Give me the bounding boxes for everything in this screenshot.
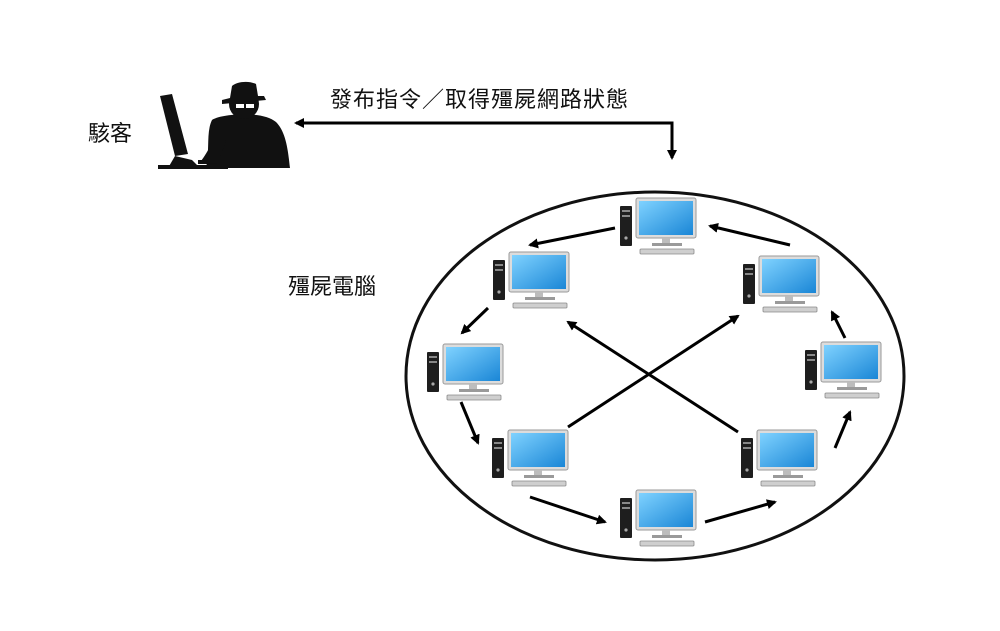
zombie-computer-bottom-icon: [619, 489, 697, 547]
zombie-computer-lower-right-icon: [740, 429, 818, 487]
zombie-computers-label: 殭屍電腦: [288, 275, 377, 300]
cross-arrows: [566, 314, 740, 434]
zombie-computer-middle-right-icon: [804, 341, 882, 399]
zombie-computer-upper-left-icon: [492, 251, 570, 309]
ring-arrows: [459, 222, 852, 525]
hacker-label: 駭客: [88, 122, 133, 147]
zombie-computer-middle-left-icon: [426, 343, 504, 401]
zombie-computer-upper-right-icon: [742, 255, 820, 313]
command-arrow: [294, 118, 677, 160]
zombie-computer-top-icon: [619, 197, 697, 255]
botnet-boundary: [404, 190, 906, 562]
zombie-computer-lower-left-icon: [491, 429, 569, 487]
command-label: 發布指令／取得殭屍網路狀態: [330, 88, 630, 113]
hacker-at-computer-icon: [158, 81, 290, 169]
